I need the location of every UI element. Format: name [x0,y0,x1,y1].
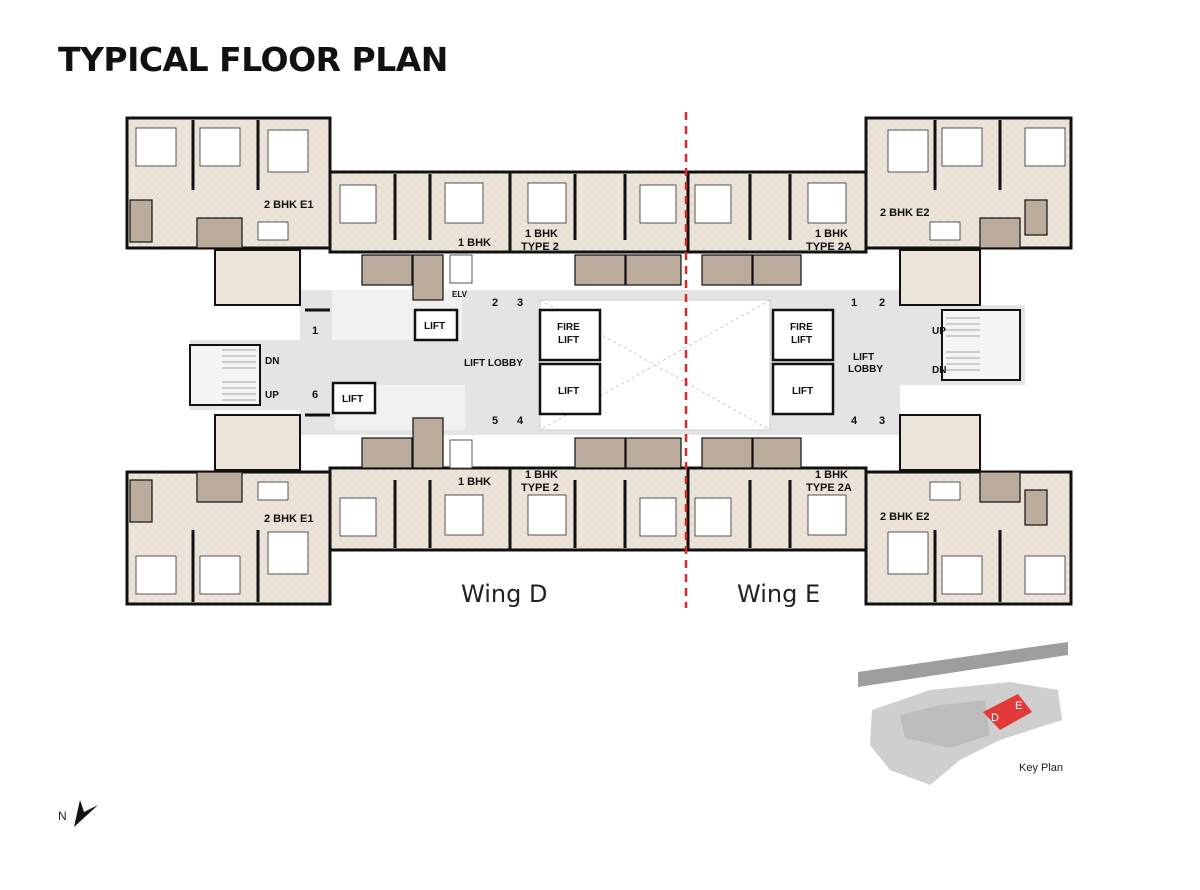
key-plan-label: Key Plan [1019,762,1063,774]
stair-dn-d: DN [265,356,279,367]
lift-label-d-lower: LIFT [342,394,363,405]
lift-boxes [331,308,835,416]
flat-number-d-5: 5 [492,415,498,427]
key-plan-d: D [991,712,999,724]
north-label: N [58,809,67,823]
flat-number-d-1: 1 [312,325,318,337]
unit-label-2bhk-e2-top: 2 BHK E2 [880,207,930,219]
lift-label-d-upper: LIFT [424,321,445,332]
lift-lobby-e-line2: LOBBY [848,364,883,375]
fire-lift-e-line1: FIRE [790,322,813,333]
staircase-wing-d [189,344,261,406]
unit-label-2bhk-e2-bottom: 2 BHK E2 [880,511,930,523]
furniture [135,127,1066,595]
fire-lift-d-line2: LIFT [558,335,579,346]
unit-label-1bhk-type2-bottom-line1: 1 BHK [525,469,558,481]
wet-areas [129,199,1048,526]
stair-up-d: UP [265,390,279,401]
page-title: TYPICAL FLOOR PLAN [58,40,448,79]
unit-label-1bhk-type2-bottom-line2: TYPE 2 [521,482,559,494]
walls [191,120,1002,602]
unit-label-2bhk-e1-bottom: 2 BHK E1 [264,513,314,525]
flat-number-d-6: 6 [312,389,318,401]
flat-number-d-3: 3 [517,297,523,309]
circulation-core [190,290,1025,435]
unit-label-1bhk-type2a-bottom-line2: TYPE 2A [806,482,852,494]
fire-lift-d-line1: FIRE [557,322,580,333]
flat-number-e-2: 2 [879,297,885,309]
staircase-wing-e [941,309,1021,381]
north-arrow: N [58,800,98,827]
unit-label-1bhk-top: 1 BHK [458,237,491,249]
key-plan-highlight [983,694,1032,730]
elv-label: ELV [452,290,468,299]
flat-number-e-3: 3 [879,415,885,427]
key-plan: D E Key Plan [858,642,1068,785]
flat-number-e-1: 1 [851,297,857,309]
unit-label-2bhk-e1-top: 2 BHK E1 [264,199,314,211]
unit-label-1bhk-type2-top-line1: 1 BHK [525,228,558,240]
north-arrow-icon [74,800,98,827]
stair-up-e: UP [932,326,946,337]
flat-number-d-2: 2 [492,297,498,309]
flat-number-e-4: 4 [851,415,858,427]
fire-lift-e-line2: LIFT [791,335,812,346]
unit-label-1bhk-type2a-top-line2: TYPE 2A [806,241,852,253]
lift-label-d-core: LIFT [558,386,579,397]
key-plan-e: E [1015,700,1022,712]
unit-label-1bhk-type2a-top-line1: 1 BHK [815,228,848,240]
lift-lobby-e-line1: LIFT [853,352,874,363]
lift-lobby-d-label: LIFT LOBBY [464,358,523,369]
stair-dn-e: DN [932,365,946,376]
unit-label-1bhk-bottom: 1 BHK [458,476,491,488]
lift-label-e-core: LIFT [792,386,813,397]
unit-label-1bhk-type2a-bottom-line1: 1 BHK [815,469,848,481]
flat-number-d-4: 4 [517,415,524,427]
unit-label-1bhk-type2-top-line2: TYPE 2 [521,241,559,253]
wing-d-label: Wing D [461,580,547,608]
wing-e-label: Wing E [737,580,820,608]
